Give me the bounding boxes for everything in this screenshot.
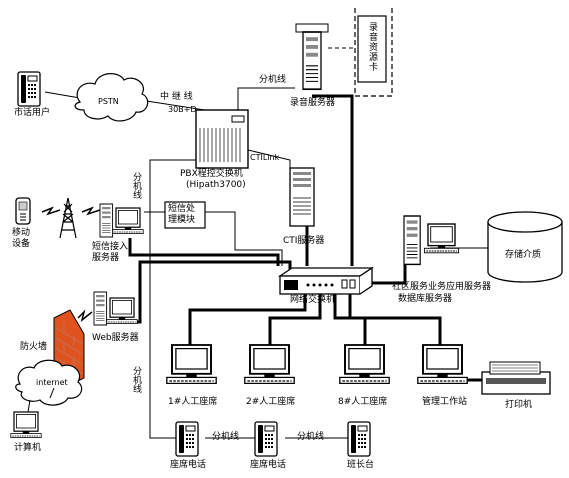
recording-card-icon [357, 15, 387, 83]
pstn-label: PSTN [98, 97, 119, 106]
wireless-links [41, 206, 101, 322]
thin-links [44, 47, 488, 439]
team-lead-phone-icon [347, 421, 371, 457]
mobile-device-label: 移动 设备 [12, 228, 31, 249]
ext-line-label-bottom-1: 分机线 [212, 432, 240, 442]
trunk-spec-label: 30B+D [168, 105, 197, 114]
web-server-icon [93, 291, 138, 326]
database-server-icon [403, 215, 460, 266]
computer-icon [10, 411, 42, 439]
sms-module-box [164, 201, 206, 229]
recording-card-frame [354, 8, 393, 97]
switch-label: 网络交换机 [290, 295, 336, 305]
city-user-label: 市话用户 [14, 108, 51, 118]
cti-server-label: CTI服务器 [283, 236, 325, 246]
seat-phone1-label: 座席电话 [170, 460, 207, 470]
network-switch-icon [277, 266, 375, 295]
web-server-label: Web服务器 [92, 333, 139, 343]
agent8-label: 8#人工座席 [338, 397, 388, 407]
pbx-switch-icon [195, 109, 249, 169]
agent1-workstation-icon [165, 344, 218, 385]
pstn-cloud-icon [74, 73, 149, 122]
sms-gateway-server-icon [99, 203, 144, 238]
printer-label: 打印机 [505, 400, 533, 410]
sms-gateway-label-2: 服务器 [92, 253, 120, 263]
team-lead-label: 班长台 [347, 460, 375, 470]
city-user-phone-icon [17, 71, 41, 107]
computer-label: 计算机 [14, 443, 42, 453]
mgmt-station-icon [416, 344, 469, 385]
recording-card-label: 录音资源卡 [367, 22, 377, 72]
pbx-label-2: (Hipath3700) [186, 180, 246, 190]
seat-phone2-label: 座席电话 [250, 460, 287, 470]
agent1-label: 1#人工座席 [168, 397, 218, 407]
internet-label: internet [36, 378, 68, 387]
sms-module-label: 短信处 理模块 [168, 204, 196, 225]
storage-cylinder-icon [487, 211, 563, 283]
pbx-label-1: PBX程控交换机 [180, 169, 243, 179]
mobile-device-icon [15, 197, 31, 225]
sms-gateway-label-1: 短信接入 [92, 242, 129, 252]
db-server-label: 数据库服务器 [398, 294, 453, 304]
printer-icon [481, 361, 551, 395]
storage-label: 存储介质 [505, 250, 542, 260]
ctilink-label: CTILink [250, 153, 280, 162]
recording-server-label: 录音服务器 [290, 98, 336, 108]
firewall-label: 防火墙 [20, 342, 48, 352]
internet-cloud-icon [15, 359, 83, 406]
cti-server-icon [289, 167, 315, 227]
mgmt-station-label: 管理工作站 [422, 397, 468, 407]
seat-phone2-icon [254, 421, 278, 457]
antenna-tower-icon [59, 197, 77, 239]
agent8-workstation-icon [338, 344, 391, 385]
recording-server-icon [295, 23, 329, 91]
agent2-workstation-icon [243, 344, 296, 385]
ext-line-label-top: 分机线 [259, 75, 287, 85]
ext-line-label-bottom-2: 分机线 [297, 432, 325, 442]
community-server-label: 社区服务业务应用服务器 [392, 282, 492, 292]
ext-line-label-left-bottom: 分机线 [131, 366, 141, 393]
agent2-label: 2#人工座席 [246, 397, 296, 407]
seat-phone1-icon [175, 421, 199, 457]
ext-line-label-left-top: 分机线 [131, 172, 141, 199]
trunk-label: 中 继 线 [160, 92, 193, 102]
